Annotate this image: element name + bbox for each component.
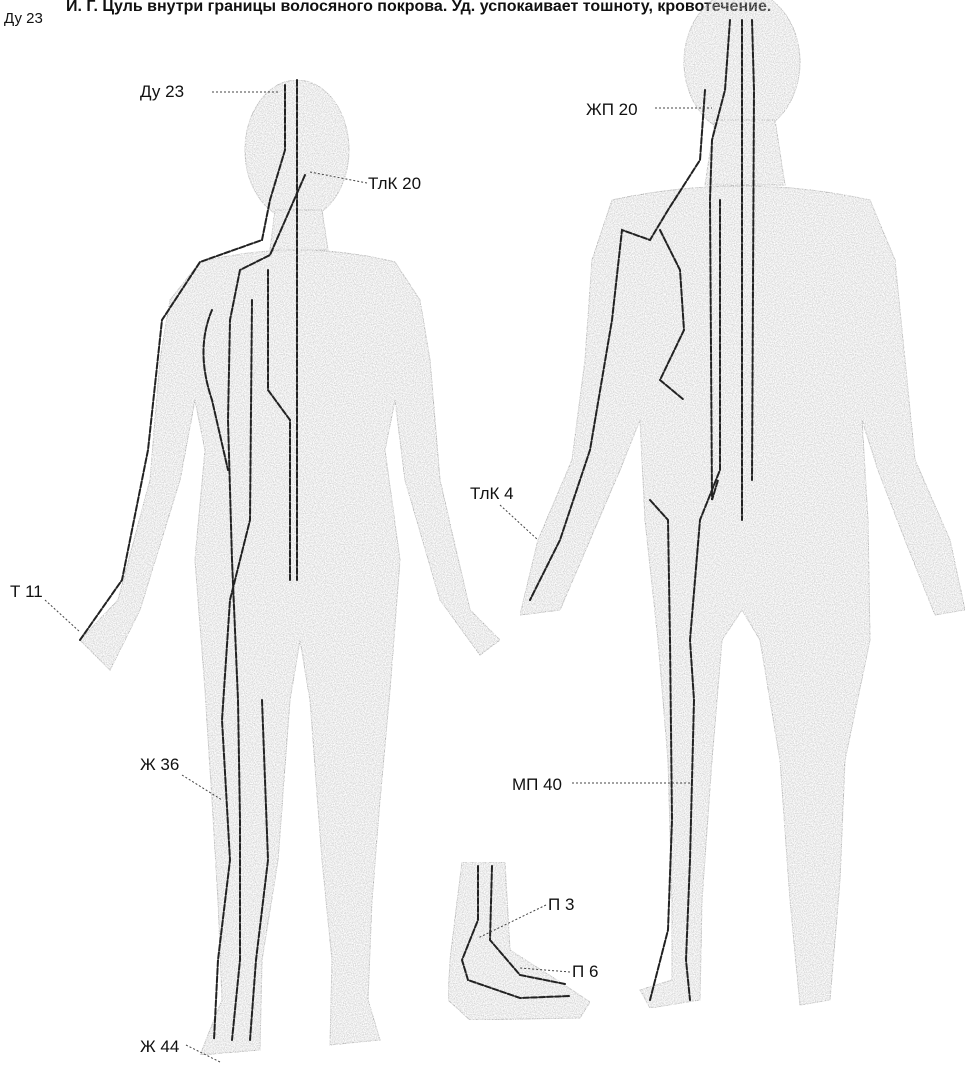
label-tlk20: ТлК 20 — [368, 174, 421, 194]
label-p3: П 3 — [548, 895, 574, 915]
label-tlk4: ТлК 4 — [470, 484, 514, 504]
label-zh44: Ж 44 — [140, 1037, 179, 1057]
label-mp40: МП 40 — [512, 775, 562, 795]
label-zh36: Ж 36 — [140, 755, 179, 775]
label-du23: Ду 23 — [140, 82, 184, 102]
label-p6: П 6 — [572, 962, 598, 982]
label-t11: Т 11 — [10, 582, 43, 602]
label-zhp20: ЖП 20 — [586, 100, 638, 120]
